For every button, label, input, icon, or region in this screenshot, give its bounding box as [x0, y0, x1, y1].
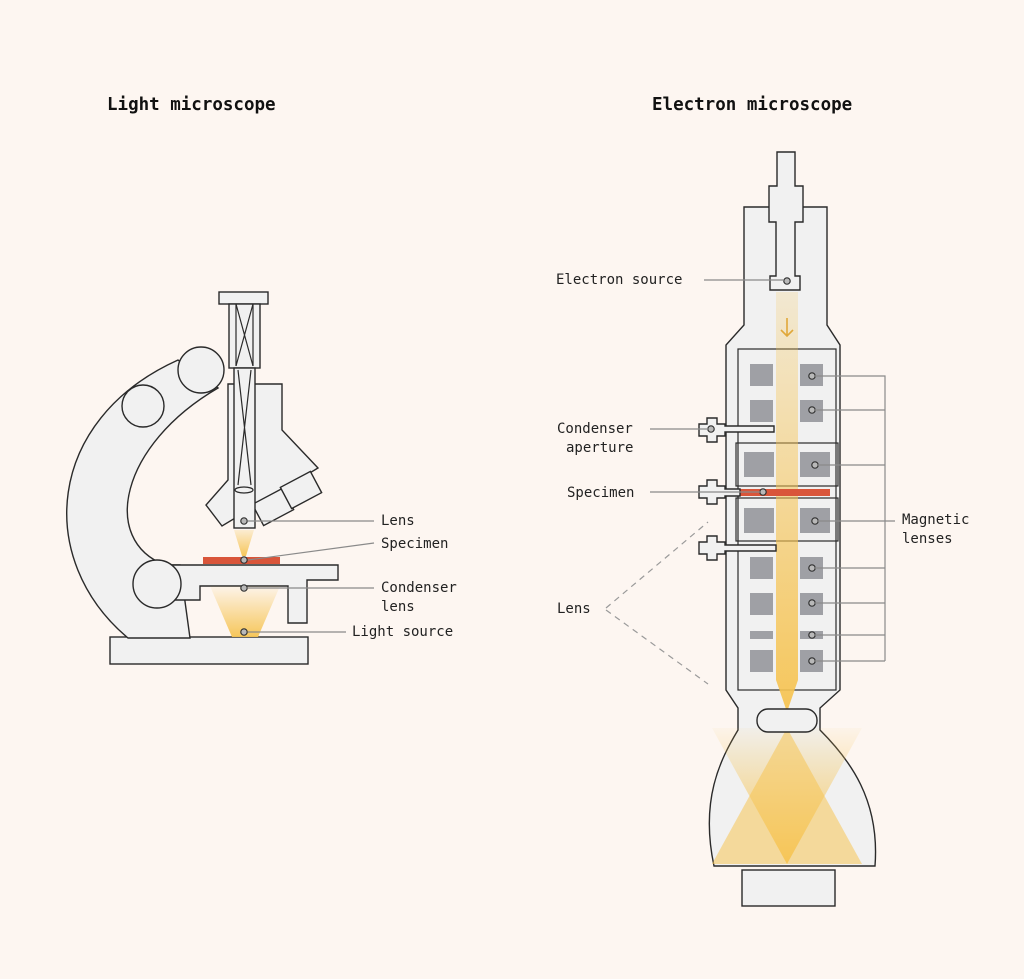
- magnetic-lenses-label-line1: Magnetic: [902, 512, 969, 528]
- condenser-aperture-dot: [707, 425, 715, 433]
- condenser-aperture-port: [698, 417, 775, 443]
- electron-microscope-title: Electron microscope: [652, 95, 852, 115]
- light-microscope-stage: [157, 564, 339, 624]
- light-microscope-base: [109, 636, 309, 665]
- condenser-lens-label-line1: Condenser: [381, 580, 457, 596]
- eyepiece-cap: [218, 291, 269, 305]
- electron-lens-label: Lens: [557, 601, 591, 617]
- coarse-focus-knob: [177, 346, 225, 394]
- electron-microscope: Electron source Condenser aperture Speci…: [556, 151, 969, 907]
- light-source-label: Light source: [352, 624, 453, 640]
- viewing-screen: [741, 869, 836, 907]
- stage-knob: [132, 559, 182, 609]
- lens-aperture-port: [698, 535, 777, 561]
- projection-cone-screen: [712, 728, 862, 864]
- beam-direction-arrow: [780, 318, 794, 338]
- light-lens-label: Lens: [381, 513, 415, 529]
- condenser-aperture-label-line2: aperture: [566, 440, 633, 456]
- light-microscope: Lens Specimen Condenser lens Light sourc…: [66, 291, 457, 665]
- specimen-callout-dot: [240, 556, 248, 564]
- electron-specimen-label: Specimen: [567, 485, 634, 501]
- condenser-callout-dot: [240, 584, 248, 592]
- electron-source-dot: [783, 277, 791, 285]
- electron-specimen-dot: [759, 488, 767, 496]
- projector-lens: [756, 708, 818, 733]
- magnetic-lenses-label-line2: lenses: [902, 531, 953, 547]
- light-specimen-label: Specimen: [381, 536, 448, 552]
- condenser-aperture-label-line1: Condenser: [557, 421, 633, 437]
- light-beam-upper: [234, 530, 254, 556]
- light-microscope-title: Light microscope: [107, 95, 276, 115]
- fine-focus-knob: [121, 384, 165, 428]
- light-source-callout-dot: [240, 628, 248, 636]
- electron-source-label: Electron source: [556, 272, 682, 288]
- body-tube: [233, 367, 256, 529]
- electron-beam: [776, 292, 798, 712]
- light-beam-lower: [210, 586, 280, 637]
- electron-gun: [768, 151, 804, 291]
- electron-specimen: [740, 489, 830, 496]
- lens-callout-dot: [240, 517, 248, 525]
- objective-lens-2: [279, 470, 323, 510]
- condenser-lens-label-line2: lens: [381, 599, 415, 615]
